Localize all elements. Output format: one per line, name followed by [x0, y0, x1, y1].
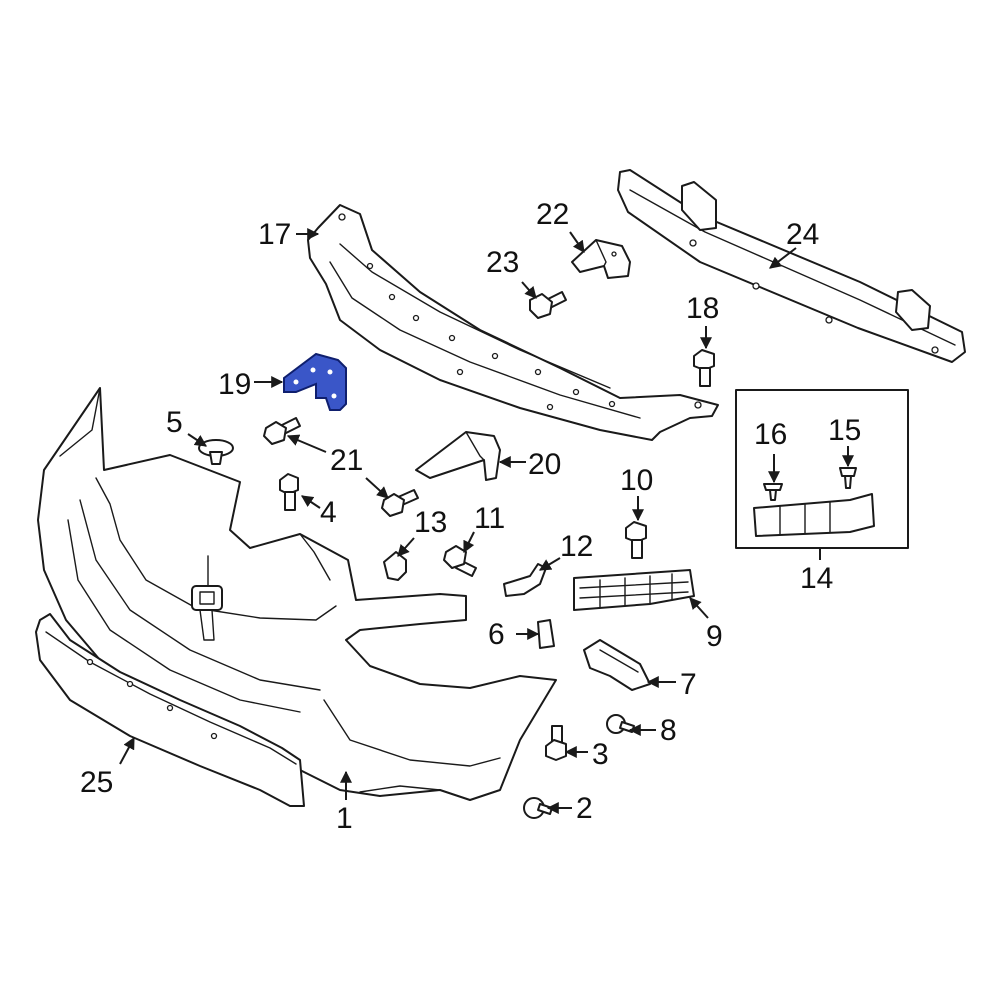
part-15-clip[interactable] — [839, 467, 857, 489]
callout-25: 25 — [80, 766, 113, 799]
callout-21: 21 — [330, 444, 363, 477]
callout-labels: 1 2 3 4 5 6 7 8 9 10 11 12 13 14 15 16 1… — [80, 198, 861, 835]
part-24-reinforcement-beam[interactable] — [617, 169, 966, 363]
part-16-clip[interactable] — [763, 483, 783, 501]
callout-20: 20 — [528, 448, 561, 481]
part-21-bolt-2[interactable] — [381, 489, 419, 517]
callout-1: 1 — [336, 802, 353, 835]
callout-4: 4 — [320, 496, 337, 529]
leader-lines — [119, 228, 854, 814]
callout-19: 19 — [218, 368, 251, 401]
part-2-screw[interactable] — [523, 797, 553, 819]
part-7-lamp-cover[interactable] — [583, 639, 651, 691]
part-6-cover[interactable] — [537, 619, 555, 649]
part-23-bolt[interactable] — [529, 291, 567, 319]
part-17-upper-retainer[interactable] — [307, 204, 719, 441]
part-10-bolt[interactable] — [625, 521, 647, 559]
callout-7: 7 — [680, 668, 697, 701]
callout-6: 6 — [488, 618, 505, 651]
callout-15: 15 — [828, 414, 861, 447]
part-8-screw[interactable] — [606, 714, 635, 734]
callout-16: 16 — [754, 418, 787, 451]
part-4-bolt[interactable] — [279, 473, 299, 511]
part-12-bracket[interactable] — [503, 563, 547, 597]
part-5-clip[interactable] — [198, 439, 234, 465]
part-20-bracket[interactable] — [415, 431, 501, 481]
part-19-highlighted-bracket[interactable] — [283, 352, 347, 411]
part-9-grille-insert[interactable] — [573, 569, 695, 611]
callout-3: 3 — [592, 738, 609, 771]
callout-22: 22 — [536, 198, 569, 231]
callout-8: 8 — [660, 714, 677, 747]
callout-11: 11 — [474, 502, 505, 535]
callout-12: 12 — [560, 530, 593, 563]
part-11-bolt[interactable] — [443, 545, 477, 577]
callout-14: 14 — [800, 562, 833, 595]
part-25-lower-deflector[interactable] — [35, 613, 305, 807]
callout-24: 24 — [786, 218, 819, 251]
callout-9: 9 — [706, 620, 723, 653]
part-22-bracket[interactable] — [571, 239, 631, 279]
part-18-bolt[interactable] — [693, 349, 715, 387]
callout-23: 23 — [486, 246, 519, 279]
callout-5: 5 — [166, 406, 183, 439]
callout-2: 2 — [576, 792, 593, 825]
part-13-stopper[interactable] — [383, 551, 407, 581]
part-3-bolt[interactable] — [545, 725, 567, 761]
callout-13: 13 — [414, 506, 447, 539]
callout-17: 17 — [258, 218, 291, 251]
part-21-bolt[interactable] — [263, 417, 301, 445]
callout-10: 10 — [620, 464, 653, 497]
callout-18: 18 — [686, 292, 719, 325]
emblem-mount — [191, 555, 223, 641]
part-14-trim-group[interactable] — [735, 389, 909, 549]
